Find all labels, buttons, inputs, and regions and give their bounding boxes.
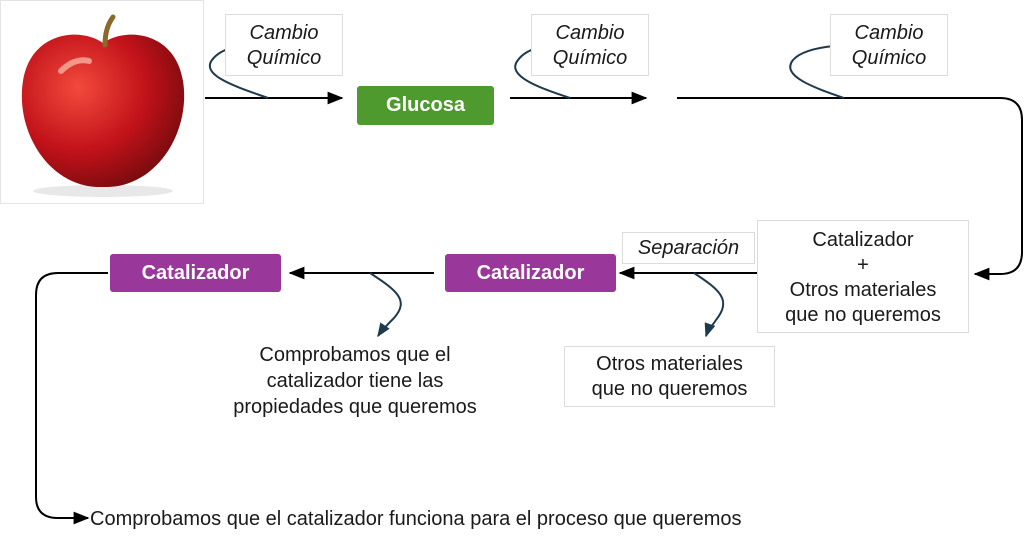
curve-to-waste [693,272,725,338]
chem-change-line1: Cambio [854,22,924,44]
mixture-line3: Otros materiales [789,279,937,301]
chem-change-line2: Químico [246,47,322,69]
arrow-to-final-check [35,272,108,525]
mixture-line1: Catalizador [812,229,914,251]
chem-change-line1: Cambio [555,22,625,44]
properties-line2: catalizador tiene las [266,370,444,392]
mixture-box: Catalizador + Otros materiales que no qu… [757,220,969,333]
glucose-node: Glucosa [357,86,494,125]
chem-change-line2: Químico [851,47,927,69]
apple-icon [21,14,185,197]
waste-box: Otros materiales que no queremos [564,346,775,407]
chem-change-box-1: Cambio Químico [225,14,343,76]
separation-box: Separación [622,232,755,264]
chem-change-line1: Cambio [249,22,319,44]
curve-to-properties [369,272,402,338]
arrow-to-mixture [677,97,1023,281]
catalyst-node-separated: Catalizador [445,254,616,292]
mixture-line2: + [857,254,869,276]
waste-line1: Otros materiales [596,353,743,375]
properties-line1: Comprobamos que el [259,344,451,366]
chem-change-box-2: Cambio Químico [531,14,649,76]
catalyst-node-checked: Catalizador [110,254,281,292]
curve-chem-change-1 [208,47,269,99]
waste-line2: que no queremos [591,378,748,400]
curve-chem-change-2 [514,47,571,99]
properties-check-label: Comprobamos que el catalizador tiene las… [200,342,510,420]
curve-chem-change-3 [789,45,845,99]
apple-image [0,0,204,204]
properties-line3: propiedades que queremos [233,396,477,418]
chem-change-box-3: Cambio Químico [830,14,948,76]
chem-change-line2: Químico [552,47,628,69]
mixture-line4: que no queremos [785,304,941,326]
final-check-label: Comprobamos que el catalizador funciona … [90,508,742,530]
